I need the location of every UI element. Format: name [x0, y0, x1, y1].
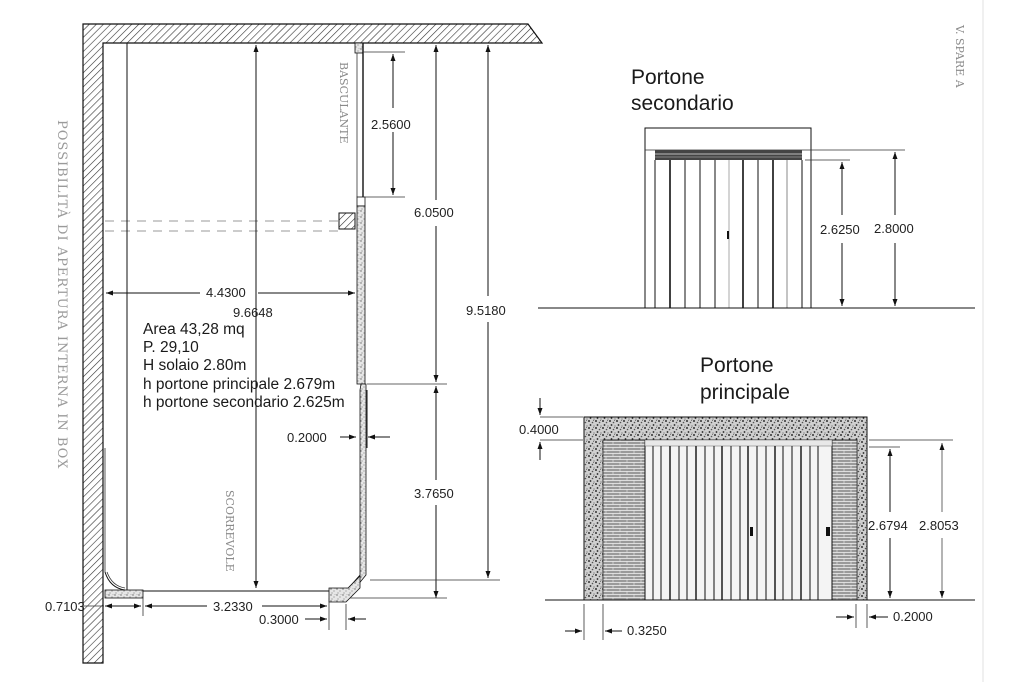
dim-top-door-opening: 2.5600 [371, 117, 411, 132]
partition-block-top [354, 42, 364, 54]
dim-principale-lintel: 0.4000 [519, 422, 559, 437]
dim-principale-right-pier: 0.2000 [893, 609, 933, 624]
dim-principale-left-pier: 0.3250 [627, 623, 667, 638]
dim-principale-door-height: 2.6794 [868, 518, 908, 533]
label-top-door: BASCULANTE [337, 62, 350, 144]
beam-block [338, 212, 356, 230]
jamb-bottom-left [104, 589, 144, 599]
dim-principale-total-height: 2.8053 [919, 518, 959, 533]
note-p: P. 29,10 [143, 339, 199, 356]
principale-title-line1: Portone [700, 354, 774, 377]
dim-secondario-door-height: 2.6250 [820, 222, 860, 237]
dim-wall-thickness: 0.2000 [287, 430, 327, 445]
secondario-title-line1: Portone [631, 66, 705, 89]
handle-icon [750, 527, 753, 536]
dim-inner-depth: 9.6648 [233, 305, 273, 320]
corner-handwritten-note: V. SPARE A [953, 24, 966, 89]
portone-principale-elevation: Portone principale [519, 354, 975, 640]
dim-right-segment-bottom: 3.7650 [414, 486, 454, 501]
brick-pier-left [602, 439, 646, 601]
brick-pier-right [831, 439, 858, 601]
dim-secondario-total-height: 2.8000 [874, 221, 914, 236]
dim-right-segment-top: 6.0500 [414, 205, 454, 220]
floor-plan: 2.5600 6.0500 9.5180 9.6648 4.4300 0.200… [45, 23, 544, 664]
right-wall-lower [344, 383, 367, 593]
side-note-handwritten: POSSIBILITÀ DI APERTURA INTERNA IN BOX [54, 120, 70, 469]
plan-notes: Area 43,28 mq P. 29,10 H solaio 2.80m h … [143, 321, 345, 411]
handle-icon [826, 527, 830, 536]
note-h-solaio: H solaio 2.80m [143, 357, 246, 374]
handle-icon [727, 231, 729, 239]
portone-secondario-elevation: Portone secondario 2.6250 2.8000 [538, 66, 975, 309]
principale-title-line2: principale [700, 381, 790, 404]
wall-hatched [82, 23, 544, 664]
dim-bottom-jamb: 0.3000 [259, 612, 299, 627]
dim-bottom-opening: 3.2330 [213, 599, 253, 614]
note-area: Area 43,28 mq [143, 321, 245, 338]
secondario-title-line2: secondario [631, 92, 734, 115]
partition-block-mid [356, 196, 366, 207]
dim-bottom-left-offset: 0.7103 [45, 599, 85, 614]
note-h-portone-secondario: h portone secondario 2.625m [143, 394, 345, 411]
label-bottom-door: SCORREVOLE [223, 490, 236, 572]
dim-inner-width: 4.4300 [206, 285, 246, 300]
right-wall [356, 205, 366, 385]
note-h-portone-principale: h portone principale 2.679m [143, 376, 335, 393]
dim-total-depth-outer: 9.5180 [466, 303, 506, 318]
